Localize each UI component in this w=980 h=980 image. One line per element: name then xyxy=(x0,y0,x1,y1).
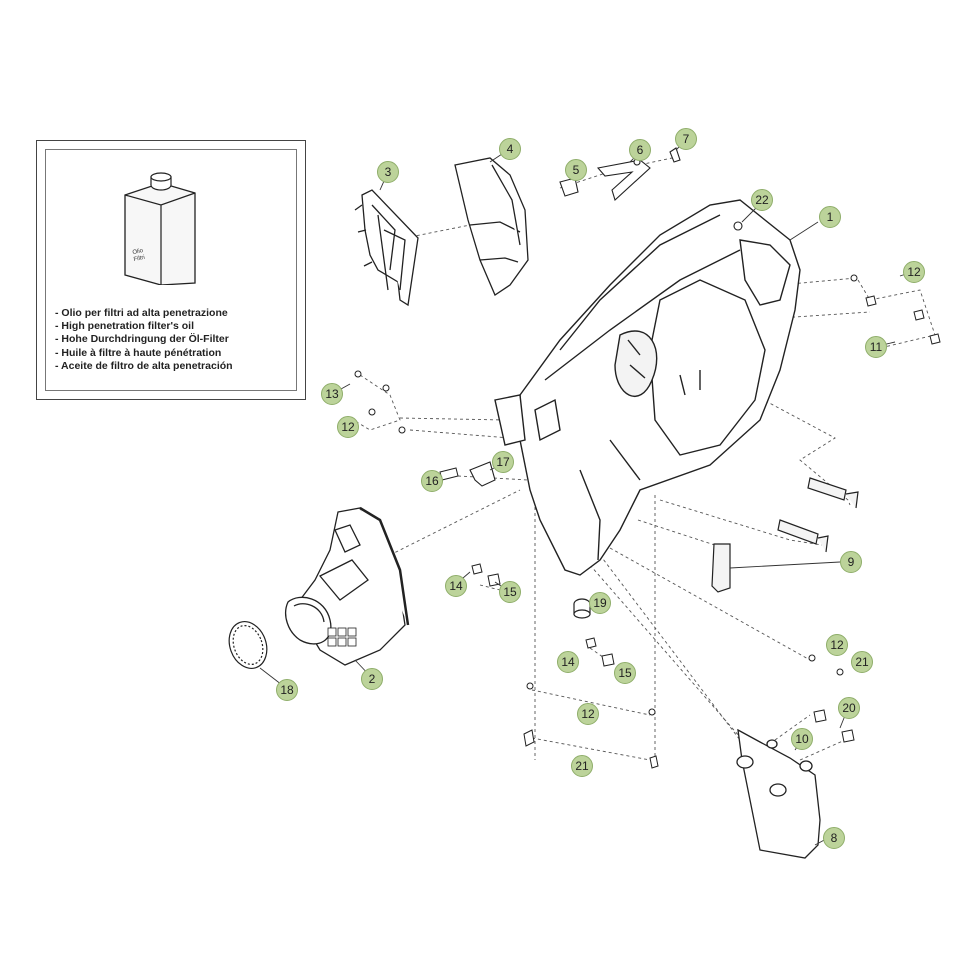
callout-8: 8 xyxy=(823,827,845,849)
part-intake-boot xyxy=(285,506,410,666)
part-airbox-shell xyxy=(494,199,801,576)
part-mud-flap xyxy=(736,728,821,859)
callout-12-d: 12 xyxy=(577,703,599,725)
callout-22: 22 xyxy=(751,189,773,211)
callout-4: 4 xyxy=(499,138,521,160)
callout-12-a: 12 xyxy=(903,261,925,283)
callout-5: 5 xyxy=(565,159,587,181)
part-clamp-ring xyxy=(228,621,268,669)
oil-note-panel: Olio Filtri - Olio per filtri ad alta pe… xyxy=(36,140,306,400)
oil-note-it: - Olio per filtri ad alta penetrazione xyxy=(55,307,228,319)
oil-note-de: - Hohe Durchdringung der Öl-Filter xyxy=(55,333,229,346)
assembly-lines xyxy=(349,157,936,761)
callout-20: 20 xyxy=(838,697,860,719)
oil-can-icon xyxy=(124,172,196,285)
callout-14-a: 14 xyxy=(445,575,467,597)
part-small-hardware xyxy=(559,147,681,201)
callout-21-a: 21 xyxy=(851,651,873,673)
part-straps xyxy=(711,477,859,593)
callout-14-b: 14 xyxy=(557,651,579,673)
callout-12-c: 12 xyxy=(826,634,848,656)
part-clip xyxy=(469,461,496,487)
callout-2: 2 xyxy=(361,668,383,690)
callout-7: 7 xyxy=(675,128,697,150)
part-bracket xyxy=(354,189,419,307)
callout-21-b: 21 xyxy=(571,755,593,777)
callout-16: 16 xyxy=(421,470,443,492)
part-cover xyxy=(454,157,529,296)
oil-notes-list: - Olio per filtri ad alta penetrazione -… xyxy=(55,307,233,373)
callout-17: 17 xyxy=(492,451,514,473)
part-ring xyxy=(733,221,743,231)
callout-1: 1 xyxy=(819,206,841,228)
callout-18: 18 xyxy=(276,679,298,701)
callout-6: 6 xyxy=(629,139,651,161)
callout-15-a: 15 xyxy=(499,581,521,603)
callout-12-b: 12 xyxy=(337,416,359,438)
oil-note-en: - High penetration filter's oil xyxy=(55,320,195,333)
callout-9: 9 xyxy=(840,551,862,573)
oil-note-inner-frame xyxy=(45,149,297,391)
callout-19: 19 xyxy=(589,592,611,614)
oil-note-es: - Aceite de filtro de alta penetración xyxy=(55,359,233,372)
callout-11: 11 xyxy=(865,336,887,358)
oil-note-fr: - Huile à filtre à haute pénétration xyxy=(55,346,222,359)
callout-10: 10 xyxy=(791,728,813,750)
callout-3: 3 xyxy=(377,161,399,183)
callout-15-b: 15 xyxy=(614,662,636,684)
part-screws xyxy=(354,274,941,769)
callout-13: 13 xyxy=(321,383,343,405)
part-grommet xyxy=(573,598,591,619)
